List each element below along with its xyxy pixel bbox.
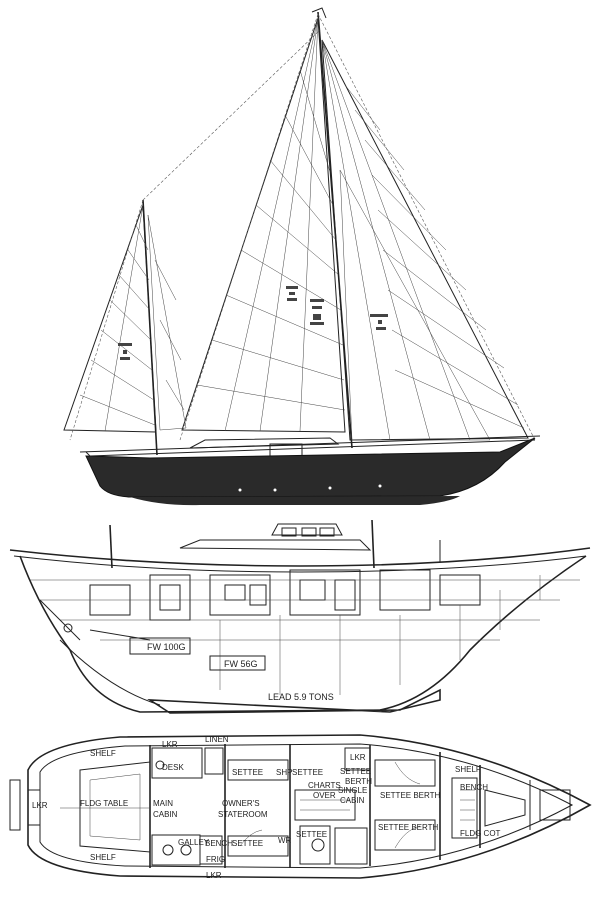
sail-insignia-mizzen: [118, 343, 132, 360]
hull-side-view: [79, 435, 541, 506]
single-label: SINGLE: [338, 786, 367, 795]
main-sail: [181, 17, 346, 433]
lkr-label-top: LKR: [162, 740, 178, 749]
lkr-fwd-label: LKR: [350, 753, 366, 762]
fldg-table-label: FLDG TABLE: [80, 799, 128, 808]
over-label: OVER: [313, 791, 336, 800]
lkr-stern-label: LKR: [32, 801, 48, 810]
settee-top-label: SETTEE: [232, 768, 263, 777]
settee-berth-fwd-label: SETTEE BERTH: [380, 791, 441, 800]
accommodation-plan: SHELF LKR LINEN DESK FLDG TABLE LKR MAIN…: [9, 734, 592, 880]
desk-label: DESK: [162, 763, 184, 772]
sail-insignia-main: [286, 286, 324, 325]
shelf-bot-label: SHELF: [90, 853, 116, 862]
shelf-fwd-label: SHELF: [455, 765, 481, 774]
linen-label: LINEN: [205, 735, 229, 744]
cabin-label: CABIN: [340, 796, 365, 805]
shelf-label-top: SHELF: [90, 749, 116, 758]
genoa-sail: [321, 39, 529, 441]
sail-insignia-genoa: [370, 314, 388, 330]
settee-bot2-label: SETTEE: [296, 830, 327, 839]
settee-berth-top-label: SETTEE: [340, 767, 371, 776]
interior-structure: [30, 569, 580, 695]
main-cabin-label: MAIN: [153, 799, 173, 808]
settee-bot-label: SETTEE: [232, 839, 263, 848]
stateroom-label: STATEROOM: [218, 810, 268, 819]
fldg-cot-label: FLDG COT: [460, 829, 501, 838]
charts-label: CHARTS: [308, 781, 341, 790]
berth-top-label: BERTH: [345, 777, 372, 786]
fw-100g-label: FW 100G: [147, 642, 186, 652]
inboard-profile: FW 100G FW 56G LEAD 5.9 TONS: [9, 519, 591, 714]
owners-label: OWNER'S: [222, 799, 260, 808]
settee-mid-label: SETTEE: [292, 768, 323, 777]
wr-label: WR: [278, 836, 292, 845]
bench-label: BENCH: [205, 839, 233, 848]
mizzen-sail: [63, 204, 187, 433]
lkr-bot-label: LKR: [206, 871, 222, 880]
main-cabin-label-2: CABIN: [153, 810, 178, 819]
fw-tank-aft: [209, 655, 266, 671]
sail-plan: [63, 7, 541, 506]
settee-berth-bot-label: SETTEE BERTH: [378, 823, 439, 832]
shp-label: SHP: [276, 768, 292, 777]
fw-tank-fwd: [129, 637, 191, 655]
fw-56g-label: FW 56G: [224, 659, 258, 669]
galley-label: GALLEY: [178, 838, 210, 847]
frig-label: FRIG: [206, 855, 225, 864]
lead-ballast-label: LEAD 5.9 TONS: [268, 692, 334, 702]
bench-fwd-label: BENCH: [460, 783, 488, 792]
